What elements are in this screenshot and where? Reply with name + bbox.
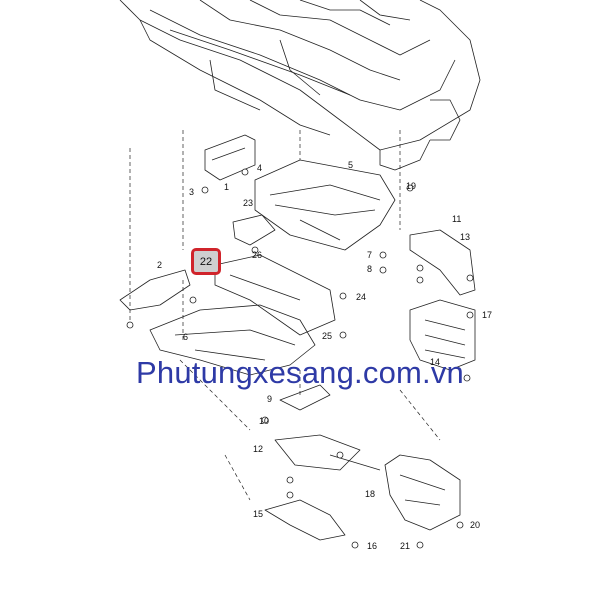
part-6-undertray bbox=[149, 304, 316, 376]
label-15: 15 bbox=[253, 509, 263, 519]
part-2-bracket bbox=[119, 269, 191, 311]
part-14-panel bbox=[409, 299, 476, 371]
part-18-liner bbox=[384, 454, 461, 531]
label-20: 20 bbox=[470, 520, 480, 530]
highlighted-part-number: 22 bbox=[199, 255, 213, 268]
label-4: 4 bbox=[257, 163, 262, 173]
label-14: 14 bbox=[430, 357, 440, 367]
part-23-cover bbox=[232, 214, 276, 246]
label-6: 6 bbox=[183, 332, 188, 342]
label-11: 11 bbox=[452, 214, 461, 224]
label-17: 17 bbox=[482, 310, 492, 320]
watermark-text: Phutungxesang.com.vn bbox=[136, 355, 464, 390]
label-5: 5 bbox=[348, 160, 353, 170]
label-1: 1 bbox=[224, 182, 229, 192]
label-7: 7 bbox=[367, 250, 372, 260]
part-1-bracket bbox=[204, 134, 256, 181]
label-18: 18 bbox=[365, 489, 375, 499]
label-13: 13 bbox=[460, 232, 470, 242]
part-labels: 1 2 3 4 5 6 7 8 9 10 11 12 13 14 15 16 1… bbox=[157, 160, 492, 551]
label-19: 19 bbox=[406, 181, 416, 191]
leader-lines bbox=[129, 130, 441, 501]
vehicle-body-outline bbox=[119, 0, 481, 171]
label-16: 16 bbox=[367, 541, 377, 551]
part-22-frame bbox=[214, 254, 336, 336]
part-9-plate bbox=[279, 384, 331, 411]
label-2: 2 bbox=[157, 260, 162, 270]
part-15-bracket bbox=[264, 499, 346, 541]
label-12: 12 bbox=[253, 444, 263, 454]
label-8: 8 bbox=[367, 264, 372, 274]
part-5-undershield bbox=[254, 159, 396, 251]
label-24: 24 bbox=[356, 292, 366, 302]
label-21: 21 bbox=[400, 541, 410, 551]
highlighted-part-callout: 22 bbox=[191, 248, 221, 275]
fasteners bbox=[126, 168, 474, 549]
label-3: 3 bbox=[189, 187, 194, 197]
label-26: 26 bbox=[252, 250, 262, 260]
part-12-cover bbox=[274, 434, 381, 471]
label-10: 10 bbox=[259, 416, 269, 426]
part-11-trim bbox=[409, 229, 476, 296]
label-23: 23 bbox=[243, 198, 253, 208]
label-9: 9 bbox=[267, 394, 272, 404]
label-25: 25 bbox=[322, 331, 332, 341]
